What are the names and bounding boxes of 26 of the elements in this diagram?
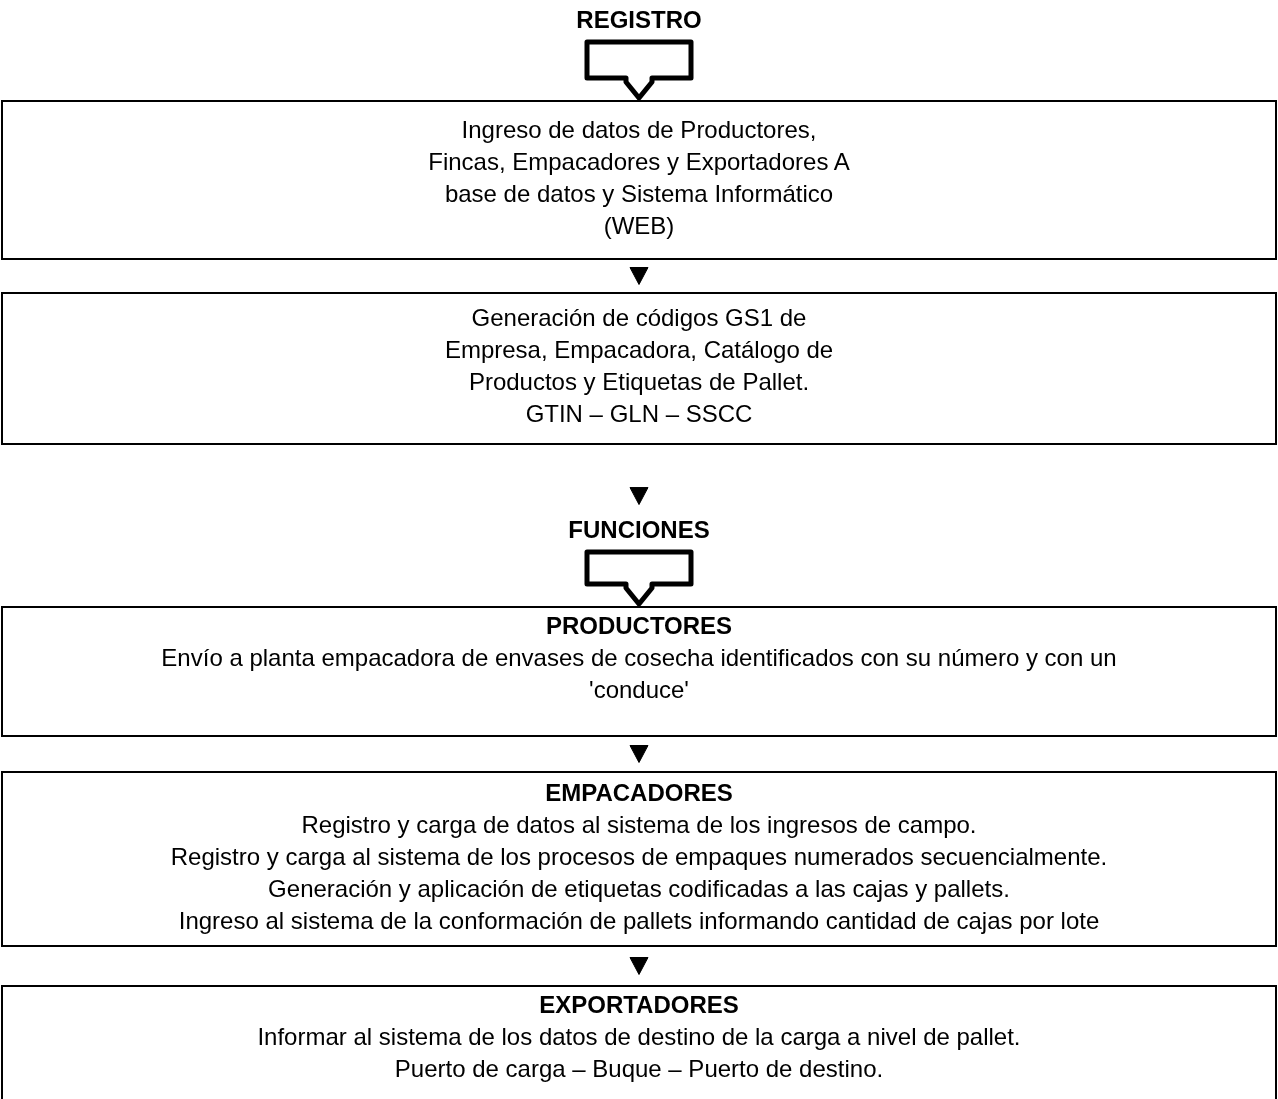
box-text: Informar al sistema de los datos de destino de la carga a nivel de pallet. xyxy=(257,1022,1021,1052)
arrow xyxy=(629,957,649,975)
process-box xyxy=(1,985,1277,1099)
box-text: Registro y carga al sistema de los procesos de empaques numerados secuencialmente. xyxy=(170,842,1108,872)
box-text: Generación y aplicación de etiquetas codificadas a las cajas y pallets. xyxy=(268,874,1010,904)
section-heading: REGISTRO xyxy=(576,5,702,35)
process-box xyxy=(1,292,1277,445)
box-heading: PRODUCTORES xyxy=(545,611,733,641)
box-text: Envío a planta empacadora de envases de cosecha identificados con su número y con un 'conduce' xyxy=(160,643,1118,705)
box-text: Ingreso al sistema de la conformación de pallets informando cantidad de cajas por lote xyxy=(178,906,1100,936)
box-text: Generación de códigos GS1 de Empresa, Empacadora, Catálogo de Productos y Etiquetas de Pallet. xyxy=(443,303,835,397)
arrow xyxy=(629,487,649,506)
box-heading: EMPACADORES xyxy=(545,778,733,808)
process-box xyxy=(1,606,1277,737)
section-heading: FUNCIONES xyxy=(568,515,710,545)
box-text: GTIN – GLN – SSCC xyxy=(524,399,754,429)
box-heading: EXPORTADORES xyxy=(539,990,739,1020)
box-text: Puerto de carga – Buque – Puerto de destino. xyxy=(394,1054,884,1084)
arrow xyxy=(629,267,649,285)
process-box xyxy=(1,100,1277,260)
arrow xyxy=(629,745,649,763)
box-text: Ingreso de datos de Productores, Fincas, Empacadores y Exportadores A base de datos y Sistema Informático (WEB) xyxy=(427,115,851,241)
process-box xyxy=(1,771,1277,947)
callout-arrow xyxy=(584,39,694,101)
box-text: Registro y carga de datos al sistema de los ingresos de campo. xyxy=(301,810,977,840)
callout-arrow xyxy=(584,549,694,607)
